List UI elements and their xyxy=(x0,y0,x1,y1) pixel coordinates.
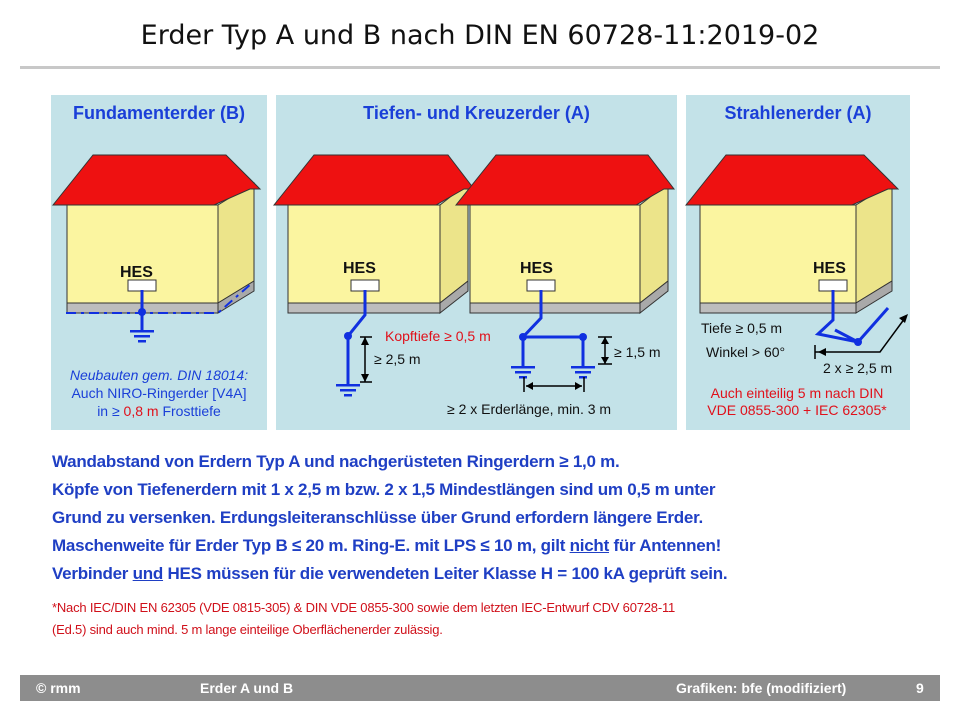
ground-icon xyxy=(130,330,154,333)
ground-icon xyxy=(138,340,146,343)
hes-box xyxy=(526,279,556,292)
earth-conductor xyxy=(346,290,367,384)
footer-credits: Grafiken: bfe (modifiziert) xyxy=(676,680,847,696)
text: für Antennen! xyxy=(608,536,722,555)
length-label: 2 x ≥ 2,5 m xyxy=(823,360,892,376)
text: HES müssen für die verwendeten Leiter Kl… xyxy=(163,564,728,583)
house-foundation-side xyxy=(639,279,669,315)
ground-symbols xyxy=(130,330,595,397)
junction-dots xyxy=(138,308,862,346)
hes-label: HES xyxy=(343,260,376,277)
panel1-note-line2: Auch NIRO-Ringerder [V4A] xyxy=(71,385,246,401)
ground-icon xyxy=(575,371,591,374)
body-line-5: Verbinder und HES müssen für die verwend… xyxy=(52,564,728,584)
ground-icon xyxy=(519,376,527,379)
panel1-note-line1: Neubauten gem. DIN 18014: xyxy=(70,367,248,383)
radial-electrode xyxy=(814,290,890,344)
emphasis: und xyxy=(132,564,164,583)
footer-bar: © rmm Erder A und B Grafiken: bfe (modif… xyxy=(20,675,940,701)
footnote-line-2: (Ed.5) sind auch mind. 5 m lange einteil… xyxy=(52,622,443,637)
house-roof xyxy=(684,154,900,206)
house-roof xyxy=(454,154,676,206)
kopftiefe-label: Kopftiefe ≥ 0,5 m xyxy=(385,328,491,344)
footer-topic: Erder A und B xyxy=(200,680,294,696)
ground-icon xyxy=(336,384,360,387)
ground-icon xyxy=(344,394,352,397)
body-line-1: Wandabstand von Erdern Typ A und nachger… xyxy=(52,452,620,471)
panel-title: Strahlenerder (A) xyxy=(724,103,872,123)
text: Verbinder xyxy=(52,564,133,583)
hes-label: HES xyxy=(520,260,553,277)
body-line-3: Grund zu versenken. Erdungsleiteranschlü… xyxy=(52,508,703,527)
arrowheads xyxy=(361,314,908,390)
text: Maschenweite für Erder Typ B ≤ 20 m. Rin… xyxy=(52,536,570,555)
footnote-line-1: *Nach IEC/DIN EN 62305 (VDE 0815-305) & … xyxy=(52,600,676,615)
body-line-2: Köpfe von Tiefenerdern mit 1 x 2,5 m bzw… xyxy=(52,480,716,499)
panel3-note-line1: Auch einteilig 5 m nach DIN xyxy=(711,385,884,401)
emphasis: nicht xyxy=(569,536,610,555)
spacing-label: ≥ 2 x Erderlänge, min. 3 m xyxy=(447,401,611,417)
slide-title: Erder Typ A und B nach DIN EN 60728-11:2… xyxy=(140,20,820,51)
hes-label: HES xyxy=(120,264,153,281)
title-divider xyxy=(20,66,940,69)
hes-box xyxy=(818,279,848,292)
panel-title: Fundamenterder (B) xyxy=(72,103,245,123)
body-line-4: Maschenweite für Erder Typ B ≤ 20 m. Rin… xyxy=(52,536,721,556)
ground-icon xyxy=(340,389,356,392)
tiefe-label: Tiefe ≥ 0,5 m xyxy=(701,320,782,336)
house-roof xyxy=(272,154,476,206)
ring-earth-electrode xyxy=(66,282,253,314)
ground-icon xyxy=(579,376,587,379)
panel-title: Tiefen- und Kreuzerder (A) xyxy=(363,103,590,123)
house-foundation-side xyxy=(855,280,893,314)
hes-box xyxy=(127,279,157,292)
footer-page-number: 9 xyxy=(916,680,924,696)
panel1-note-line3: in ≥ 0,8 m Frosttiefe xyxy=(97,403,221,419)
hes-label: HES xyxy=(813,260,846,277)
panel3-note-line2: VDE 0855-300 + IEC 62305* xyxy=(707,402,887,418)
ground-icon xyxy=(515,371,531,374)
winkel-label: Winkel > 60° xyxy=(706,344,785,360)
depth-label-right: ≥ 1,5 m xyxy=(614,344,661,360)
house-foundation-side xyxy=(439,279,469,315)
ground-icon xyxy=(134,335,150,338)
ground-icon xyxy=(571,366,595,369)
ground-icon xyxy=(511,366,535,369)
footer-copyright: © rmm xyxy=(36,680,81,696)
hes-box xyxy=(350,279,380,292)
house-roof xyxy=(51,154,262,206)
house-foundation xyxy=(469,302,641,314)
depth-label-left: ≥ 2,5 m xyxy=(374,351,421,367)
